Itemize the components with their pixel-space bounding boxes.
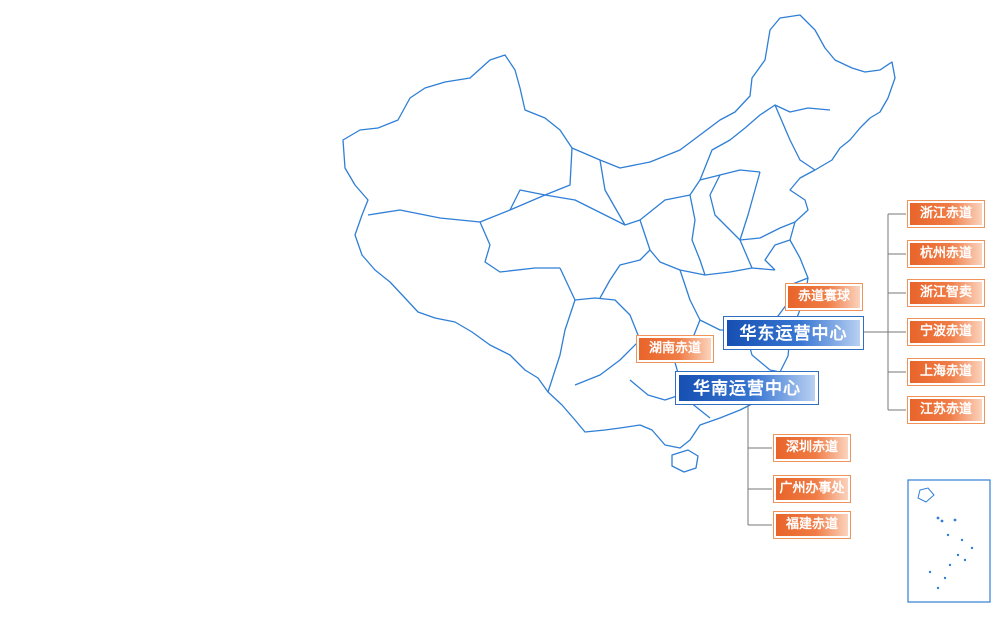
country-outline xyxy=(342,14,896,449)
office-tag: 广州办事处 xyxy=(773,475,851,503)
office-tag: 深圳赤道 xyxy=(773,434,851,462)
east-hub-label: 华东运营中心 xyxy=(723,316,864,350)
office-tag: 江苏赤道 xyxy=(907,396,985,424)
office-tag: 湖南赤道 xyxy=(636,335,714,363)
office-tag: 浙江赤道 xyxy=(907,200,985,228)
office-tag: 福建赤道 xyxy=(773,511,851,539)
south-china-sea-inset xyxy=(907,479,991,603)
hainan-outline xyxy=(671,449,699,473)
south-hub-label: 华南运营中心 xyxy=(675,371,819,405)
office-tag: 宁波赤道 xyxy=(907,318,985,346)
office-tag: 上海赤道 xyxy=(907,358,985,386)
office-tag: 浙江智卖 xyxy=(907,279,985,307)
office-tag: 赤道寰球 xyxy=(785,283,863,311)
office-tag: 杭州赤道 xyxy=(907,240,985,268)
